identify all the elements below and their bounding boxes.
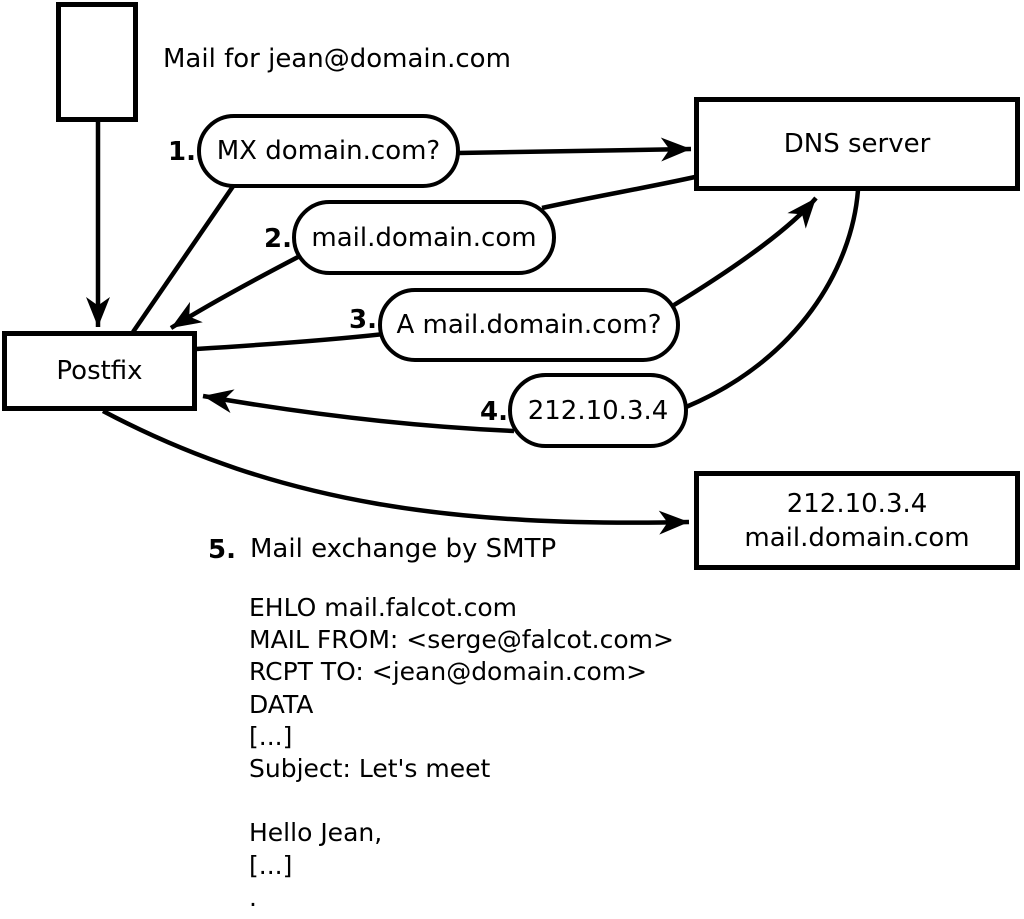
postfix-label: Postfix (56, 356, 143, 386)
pill-a-answer-label: 212.10.3.4 (527, 395, 669, 426)
line-postfix-to-mx-query (131, 180, 238, 334)
smtp-step-label: Mail exchange by SMTP (250, 534, 557, 564)
diagram-title: Mail for jean@domain.com (163, 44, 511, 74)
postfix-box: Postfix (2, 331, 197, 411)
mail-server-hostname: mail.domain.com (744, 522, 970, 553)
pill-mx-query: MX domain.com? (197, 114, 460, 188)
pill-mx-answer: mail.domain.com (292, 200, 556, 275)
step-number-3: 3. (349, 305, 377, 335)
pill-mx-query-label: MX domain.com? (216, 136, 441, 166)
dns-server-box: DNS server (694, 97, 1020, 191)
pill-a-query: A mail.domain.com? (378, 288, 680, 362)
pill-mx-answer-label: mail.domain.com (311, 222, 537, 253)
arrow-mx-query-to-dns (457, 137, 692, 162)
mail-server-box: 212.10.3.4 mail.domain.com (694, 471, 1020, 570)
line-postfix-to-a-query (195, 331, 385, 352)
dns-server-label: DNS server (783, 129, 931, 159)
arrow-postfix-to-mailserver-smtp (101, 409, 690, 535)
arrow-mx-answer-to-postfix (169, 255, 300, 330)
step-number-1: 1. (168, 137, 196, 167)
arrow-a-answer-to-postfix (202, 389, 515, 434)
mail-server-ip: 212.10.3.4 (786, 488, 928, 519)
smtp-session-text: EHLO mail.falcot.com MAIL FROM: <serge@f… (249, 593, 674, 912)
step-number-2: 2. (264, 224, 292, 254)
pill-a-answer: 212.10.3.4 (508, 373, 688, 448)
pill-a-query-label: A mail.domain.com? (396, 310, 662, 340)
envelope-box (56, 2, 138, 122)
arrow-a-query-to-dns (672, 196, 818, 307)
line-dns-to-mx-answer (541, 174, 696, 211)
step-number-5: 5. (208, 535, 236, 565)
line-dns-to-a-answer (685, 189, 861, 410)
step-number-4: 4. (480, 397, 508, 427)
